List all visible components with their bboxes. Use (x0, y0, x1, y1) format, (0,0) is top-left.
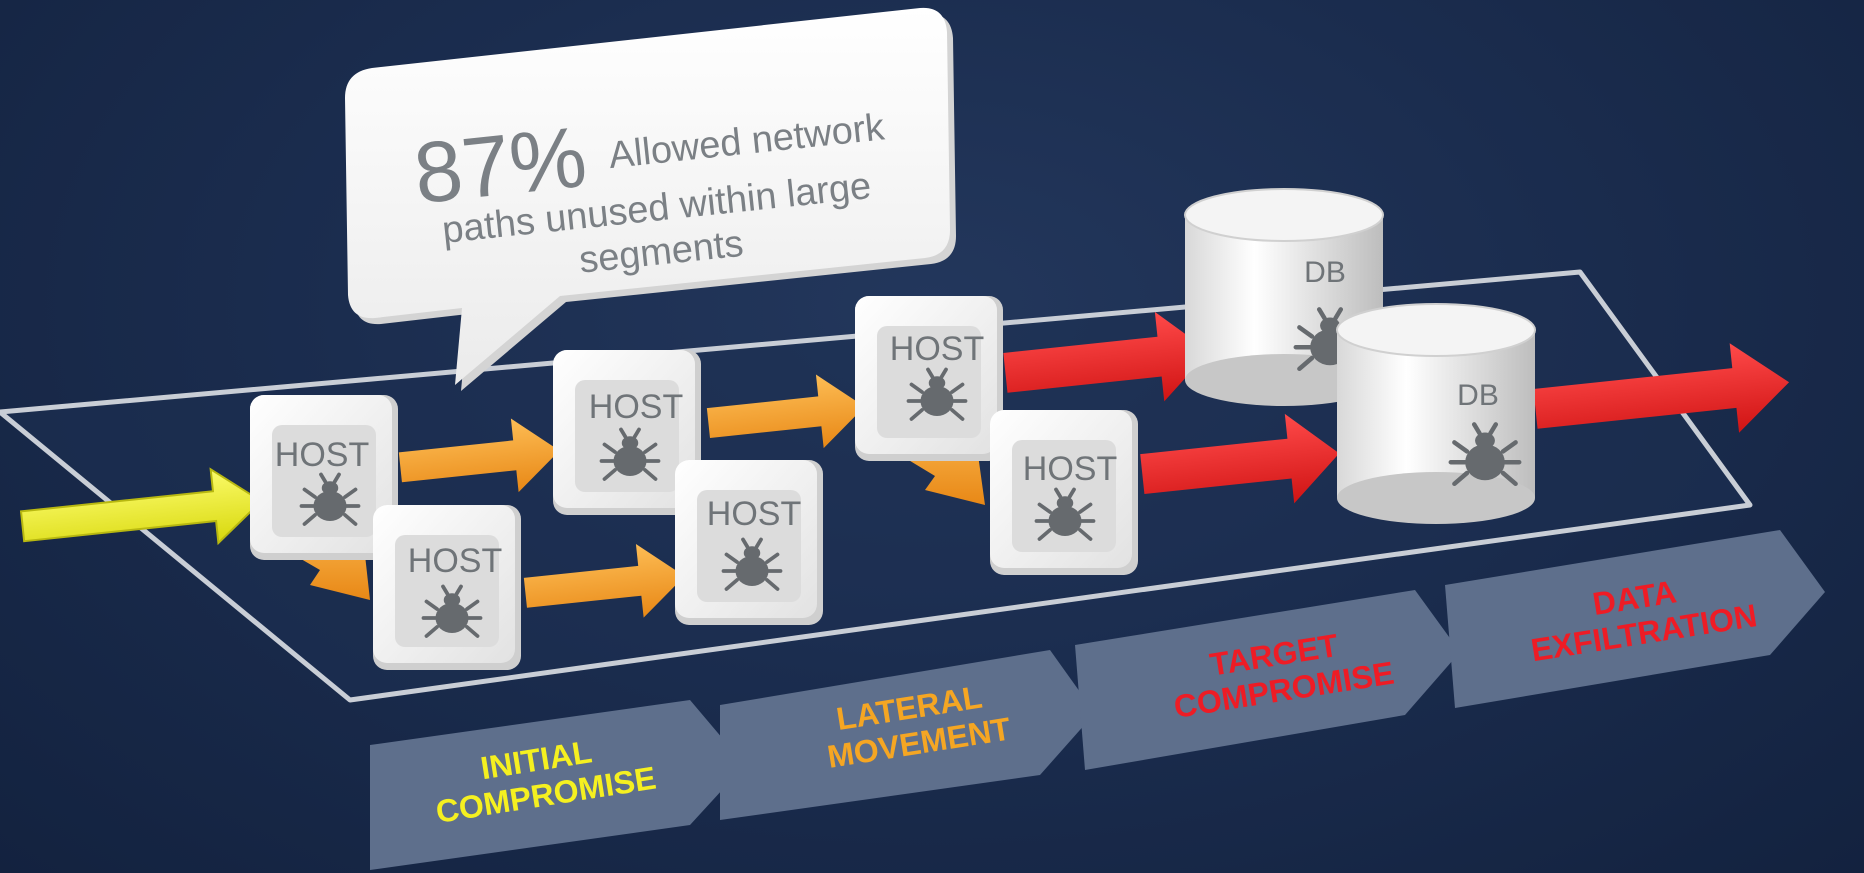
db-cylinder-2: DB (1336, 303, 1536, 524)
stage-band-lateral (720, 650, 1095, 820)
lateral-arrow-1 (398, 418, 560, 493)
host-label-4: HOST (707, 495, 801, 533)
lateral-arrow-3 (523, 544, 685, 618)
stage-band-target (1075, 590, 1460, 770)
host-tile-1: HOST (250, 395, 398, 560)
host-label-5: HOST (890, 330, 984, 368)
db-label-1: DB (1304, 256, 1346, 289)
host-tile-5: HOST (855, 296, 1003, 461)
host-label-6: HOST (1023, 450, 1117, 488)
db-label-2: DB (1457, 379, 1499, 412)
host-tile-4: HOST (675, 460, 823, 625)
stage-band-exfiltration (1445, 530, 1825, 708)
host-tile-2: HOST (373, 505, 521, 670)
host-label-2: HOST (408, 542, 502, 580)
host-tile-3: HOST (553, 350, 701, 515)
host-label-3: HOST (589, 388, 683, 426)
stat-callout: 87% Allowed network paths unused within … (345, 7, 956, 391)
host-tile-6: HOST (990, 410, 1138, 575)
lateral-arrow-4 (706, 374, 865, 449)
entry-arrow (19, 467, 263, 546)
callout-stat: 87% (410, 109, 591, 222)
target-arrow-1 (1003, 311, 1210, 402)
stage-band-initial (370, 700, 745, 870)
exfiltration-arrow (1533, 343, 1790, 433)
target-arrow-2 (1140, 413, 1340, 504)
host-label-1: HOST (275, 436, 369, 474)
